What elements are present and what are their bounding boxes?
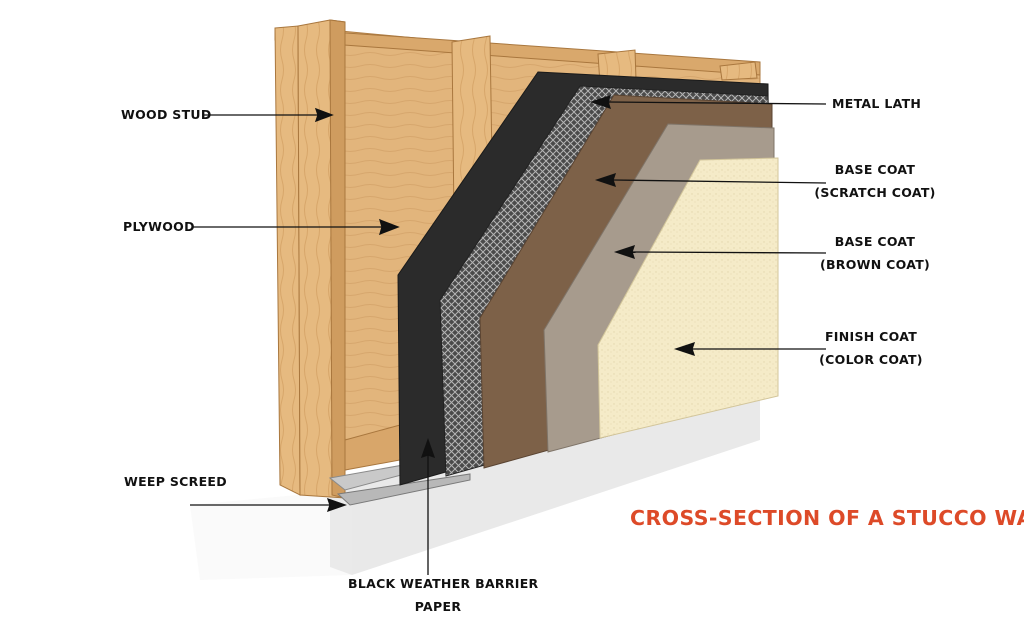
label-weather-barrier-line2: PAPER [414, 599, 462, 614]
label-finish-coat-line2: (COLOR COAT) [819, 352, 923, 367]
foundation [190, 388, 760, 580]
label-scratch-coat-line2: (SCRATCH COAT) [814, 185, 936, 200]
label-weather-barrier-line1: BLACK WEATHER BARRIER [348, 576, 539, 591]
label-scratch-coat-line1: BASE COAT [834, 162, 916, 177]
label-plywood: PLYWOOD [123, 219, 195, 234]
leader-lines [190, 94, 827, 575]
label-brown-coat-line1: BASE COAT [834, 234, 916, 249]
diagram-title: CROSS-SECTION OF A STUCCO WALL [630, 506, 1024, 530]
label-wood-stud: WOOD STUD [121, 107, 212, 122]
label-finish-coat-line1: FINISH COAT [824, 329, 918, 344]
label-brown-coat-line2: (BROWN COAT) [819, 257, 931, 272]
label-metal-lath: METAL LATH [832, 96, 922, 111]
weep-screed [328, 461, 471, 506]
finish-coat-layer [597, 157, 779, 439]
label-weep-screed: WEEP SCREED [124, 474, 227, 489]
